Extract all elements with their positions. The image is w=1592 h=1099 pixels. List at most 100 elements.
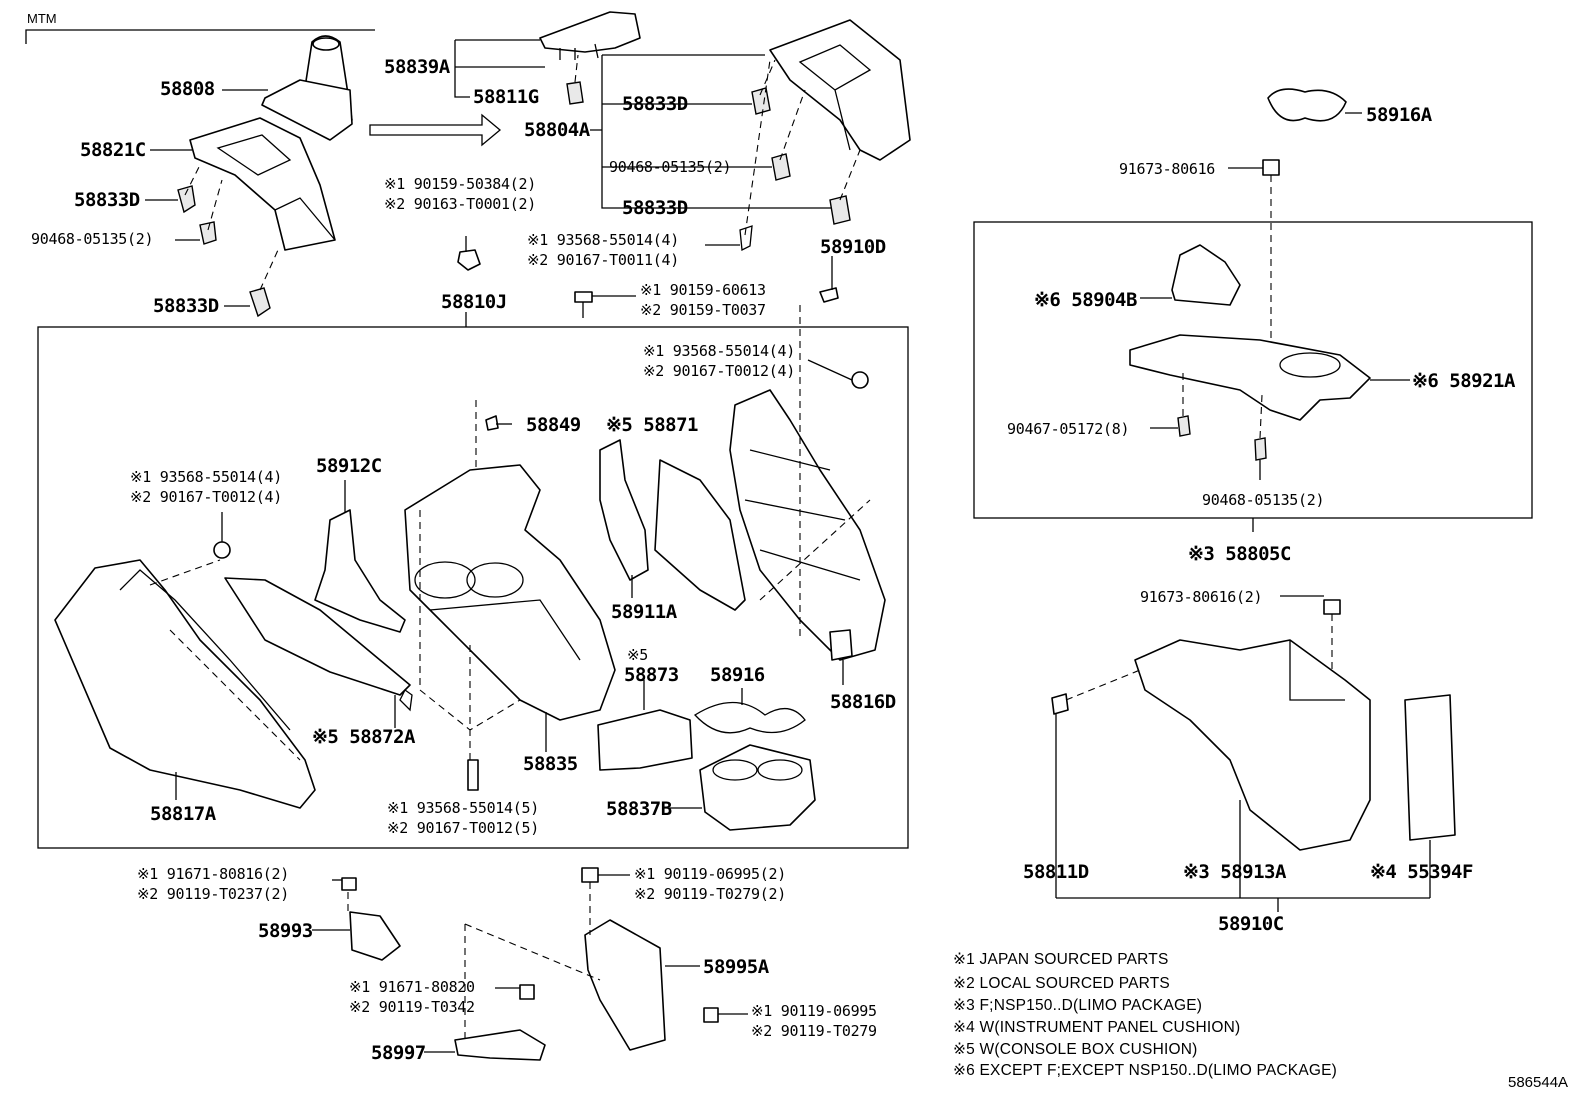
bracket-58997 bbox=[454, 1029, 546, 1061]
cupholder-58837B bbox=[699, 744, 816, 831]
part-label-90119-T0279: ※2 90119-T0279 bbox=[751, 1022, 877, 1040]
part-label-58839A: 58839A bbox=[384, 56, 450, 78]
gasket-58916 bbox=[693, 702, 806, 734]
cushion-58911A bbox=[599, 439, 649, 581]
part-label-58811G: 58811G bbox=[473, 86, 539, 108]
legend-note-1: ※1 JAPAN SOURCED PARTS bbox=[953, 951, 1169, 968]
side-panel-58816D bbox=[729, 389, 886, 661]
part-label-58910D: 58910D bbox=[820, 236, 886, 258]
part-label-58913A: ※3 58913A bbox=[1183, 861, 1286, 883]
part-label-90167-T0012: ※2 90167-T0012(5) bbox=[387, 819, 539, 837]
part-label-58833D: 58833D bbox=[622, 93, 688, 115]
part-label-58993: 58993 bbox=[258, 920, 313, 942]
part-label-93568-55014: ※1 93568-55014(4) bbox=[527, 231, 679, 249]
legend-note-3: ※3 F;NSP150..D(LIMO PACKAGE) bbox=[953, 997, 1203, 1014]
cushion-58871 bbox=[654, 459, 746, 611]
screw-93568-bottom bbox=[467, 759, 479, 791]
console-box-58913A bbox=[1134, 639, 1371, 851]
part-label-58911A: 58911A bbox=[611, 601, 677, 623]
bolt-90119-a bbox=[581, 867, 599, 883]
part-label-58995A: 58995A bbox=[703, 956, 769, 978]
part-label-90119-06995: ※1 90119-06995(2) bbox=[634, 865, 786, 883]
part-label-90159-60613: ※1 90159-60613 bbox=[640, 281, 766, 299]
bolt-91671 bbox=[341, 877, 357, 891]
clip-58811G bbox=[566, 81, 584, 105]
group-label-mtm: MTM bbox=[27, 11, 57, 26]
clip-58833D-a bbox=[177, 185, 196, 214]
bracket-58839A bbox=[539, 11, 641, 60]
clip-58849 bbox=[485, 415, 499, 431]
part-label-90119-T0342: ※2 90119-T0342 bbox=[349, 998, 475, 1016]
screw-93568-top bbox=[739, 225, 753, 252]
part-label-93568-55014: ※1 93568-55014(5) bbox=[387, 799, 539, 817]
part-label-58872A: ※5 58872A bbox=[312, 726, 415, 748]
panel-58921A bbox=[1129, 334, 1371, 421]
part-label-58835: 58835 bbox=[523, 753, 578, 775]
part-label-58916: 58916 bbox=[710, 664, 765, 686]
side-panel-58817A bbox=[54, 559, 316, 809]
clip-58833D-c bbox=[751, 87, 771, 115]
bracket-58993 bbox=[349, 911, 401, 961]
cushion-55394F bbox=[1404, 694, 1456, 841]
part-label-90119-T0279: ※2 90119-T0279(2) bbox=[634, 885, 786, 903]
part-label-58805C: ※3 58805C bbox=[1188, 543, 1291, 565]
part-label-90468: 90468-05135(2) bbox=[1202, 491, 1325, 509]
part-label-58873: 58873 bbox=[624, 664, 679, 686]
upper-panel-58804A bbox=[769, 19, 911, 161]
legend-note-5: ※5 W(CONSOLE BOX CUSHION) bbox=[953, 1041, 1198, 1058]
legend-note-4: ※4 W(INSTRUMENT PANEL CUSHION) bbox=[953, 1019, 1241, 1036]
part-label-90159-50384: ※1 90159-50384(2) bbox=[384, 175, 536, 193]
part-label-93568-55014: ※1 93568-55014(4) bbox=[643, 342, 795, 360]
clip-58816D bbox=[829, 629, 853, 661]
direction-arrow bbox=[369, 113, 502, 147]
part-label-93568-55014: ※1 93568-55014(4) bbox=[130, 468, 282, 486]
clip-90468-c bbox=[1254, 437, 1267, 461]
part-label-58817A: 58817A bbox=[150, 803, 216, 825]
part-label-58849: 58849 bbox=[526, 414, 581, 436]
part-label-91673-80616: 91673-80616(2) bbox=[1140, 588, 1263, 606]
part-label-90468: 90468-05135(2) bbox=[31, 230, 154, 248]
part-label-90167-T0011: ※2 90167-T0011(4) bbox=[527, 251, 679, 269]
part-label-90163-T0001: ※2 90163-T0001(2) bbox=[384, 195, 536, 213]
clip-58811D bbox=[1051, 693, 1069, 715]
bolt-91673-a bbox=[1262, 159, 1280, 176]
bolt-91671-80820 bbox=[519, 984, 535, 1000]
shift-panel-58821C bbox=[189, 117, 336, 251]
bolt-90119-b bbox=[703, 1007, 719, 1023]
part-label-58912C: 58912C bbox=[316, 455, 382, 477]
legend-note-6: ※6 EXCEPT F;EXCEPT NSP150..D(LIMO PACKAG… bbox=[953, 1062, 1338, 1079]
part-label-58811D: 58811D bbox=[1023, 861, 1089, 883]
mtm-bracket bbox=[25, 29, 375, 44]
part-label-58810J: 58810J bbox=[441, 291, 507, 313]
screw-93568-left bbox=[213, 541, 231, 559]
screw-93568-right bbox=[851, 371, 869, 389]
part-label-58816D: 58816D bbox=[830, 691, 896, 713]
part-label-58833D: 58833D bbox=[153, 295, 219, 317]
part-label-58921A: ※6 58921A bbox=[1412, 370, 1515, 392]
part-label-58837B: 58837B bbox=[606, 798, 672, 820]
legend-note-2: ※2 LOCAL SOURCED PARTS bbox=[953, 975, 1170, 992]
clip-58833D-b bbox=[249, 287, 271, 318]
clip-58910D bbox=[819, 287, 839, 303]
cover-58904B bbox=[1171, 244, 1241, 306]
part-label-90119-T0237: ※2 90119-T0237(2) bbox=[137, 885, 289, 903]
part-label-90467-05172: 90467-05172(8) bbox=[1007, 420, 1130, 438]
screw-90159-60613 bbox=[574, 291, 593, 303]
clip-90467 bbox=[1177, 415, 1191, 437]
mat-58916A bbox=[1267, 88, 1347, 122]
assembly-frame bbox=[37, 326, 909, 849]
bracket-58995A bbox=[584, 919, 666, 1051]
tray-58873 bbox=[597, 709, 693, 771]
part-label-91671-80816: ※1 91671-80816(2) bbox=[137, 865, 289, 883]
note-mark-58873: ※5 bbox=[627, 646, 648, 664]
part-label-58833D: 58833D bbox=[622, 197, 688, 219]
part-label-58808: 58808 bbox=[160, 78, 215, 100]
part-label-58916A: 58916A bbox=[1366, 104, 1432, 126]
part-label-55394F: ※4 55394F bbox=[1370, 861, 1473, 883]
part-label-90468: 90468-05135(2) bbox=[609, 158, 732, 176]
part-label-91671-80820: ※1 91671-80820 bbox=[349, 978, 475, 996]
part-label-58910C: 58910C bbox=[1218, 913, 1284, 935]
part-label-58804A: 58804A bbox=[524, 119, 590, 141]
